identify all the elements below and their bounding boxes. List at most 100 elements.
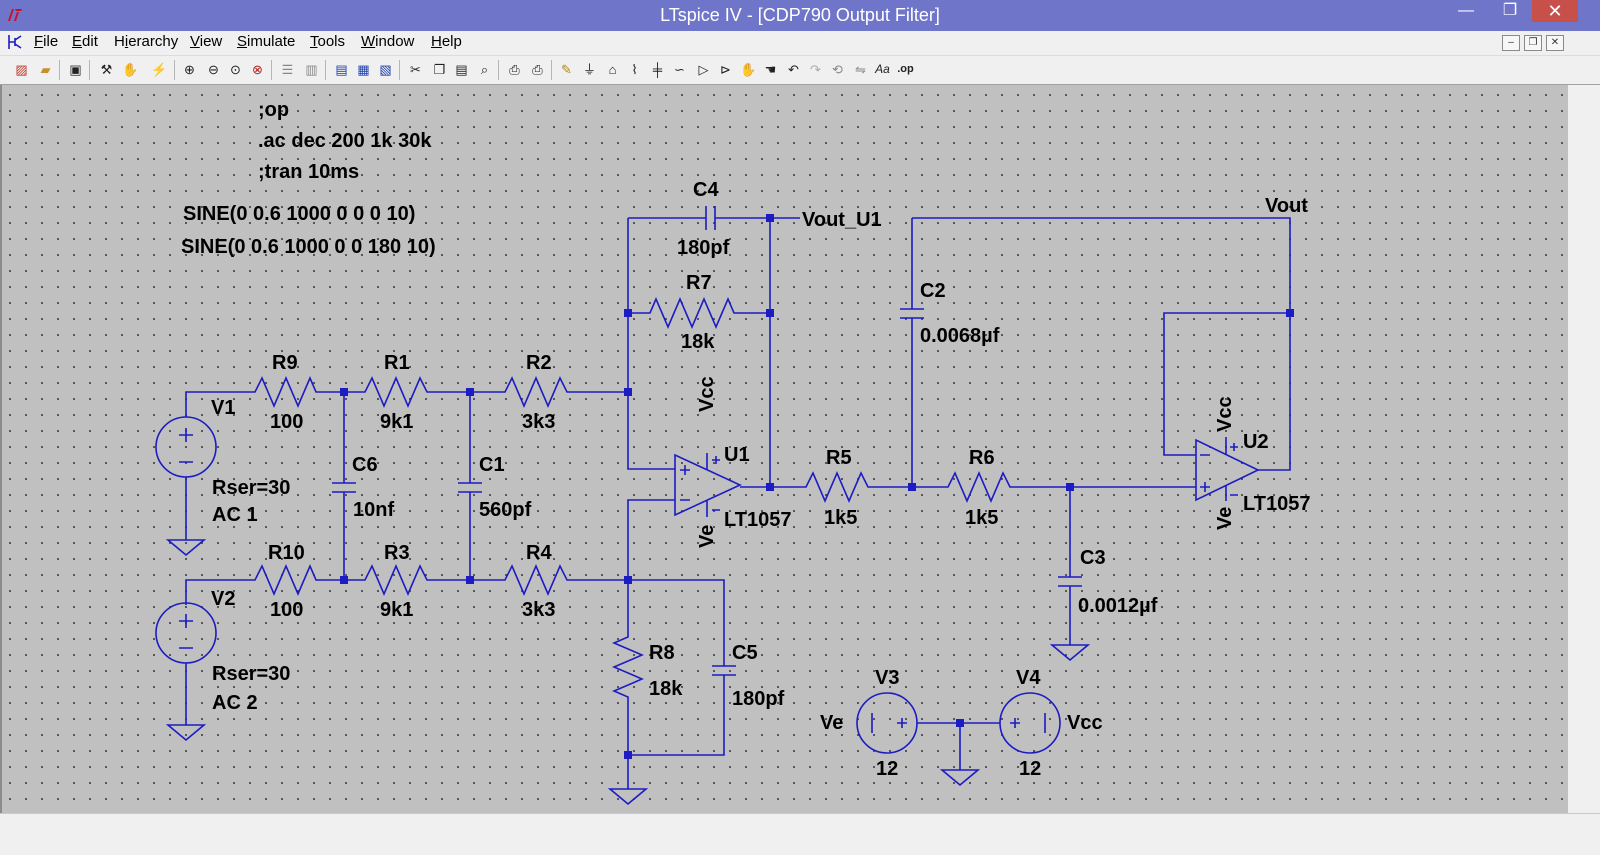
cascade-icon[interactable]: ▤: [335, 62, 348, 77]
halt-icon[interactable]: ✋: [122, 62, 139, 77]
net-vout[interactable]: Vout: [1265, 195, 1308, 217]
mirror-icon[interactable]: ⇋: [855, 62, 866, 77]
print-preview-icon[interactable]: ⎙: [509, 62, 520, 77]
r5-name[interactable]: R5: [826, 447, 852, 469]
r2-name[interactable]: R2: [526, 352, 552, 374]
u1-vcc-pin[interactable]: Vcc: [696, 376, 718, 412]
spice-directive-icon[interactable]: .op: [897, 63, 914, 75]
v3-value[interactable]: 12: [876, 758, 899, 780]
run-icon[interactable]: ⚡: [151, 62, 168, 77]
v2-rser[interactable]: Rser=30: [212, 663, 291, 685]
find-icon[interactable]: ⌕: [480, 62, 489, 77]
c1-name[interactable]: C1: [479, 454, 505, 476]
open-icon[interactable]: ▰: [40, 62, 51, 77]
menu-edit[interactable]: Edit: [72, 33, 98, 50]
close-button[interactable]: ✕: [1532, 0, 1578, 22]
arrange-icon[interactable]: ▧: [379, 62, 392, 77]
control-panel-icon[interactable]: ⚒: [100, 62, 113, 77]
schematic-doc-icon[interactable]: [6, 33, 24, 51]
print-icon[interactable]: ⎙: [532, 62, 543, 77]
v1-ac[interactable]: AC 1: [212, 504, 258, 526]
r8-name[interactable]: R8: [649, 642, 675, 664]
c5-value[interactable]: 180pf: [732, 688, 785, 710]
close-all-icon[interactable]: ▦: [357, 62, 370, 77]
c4-name[interactable]: C4: [693, 179, 719, 201]
mdi-close-button[interactable]: ✕: [1546, 35, 1564, 51]
c1-value[interactable]: 560pf: [479, 499, 532, 521]
r1-value[interactable]: 9k1: [380, 411, 414, 433]
u2-model[interactable]: LT1057: [1243, 493, 1311, 515]
v1-rser[interactable]: Rser=30: [212, 477, 291, 499]
rotate-icon[interactable]: ⟲: [832, 62, 843, 77]
sine-source-v1[interactable]: SINE(0 0.6 1000 0 0 0 10): [183, 203, 416, 225]
draw-wire-icon[interactable]: ✎: [561, 62, 572, 77]
r6-name[interactable]: R6: [969, 447, 995, 469]
u2-vcc-pin[interactable]: Vcc: [1214, 396, 1236, 432]
r3-value[interactable]: 9k1: [380, 599, 414, 621]
r9-value[interactable]: 100: [270, 411, 304, 433]
menu-file[interactable]: File: [34, 33, 58, 50]
c2-value[interactable]: 0.0068µf: [920, 325, 1000, 347]
net-vout-u1[interactable]: Vout_U1: [802, 209, 882, 231]
menu-window[interactable]: Window: [361, 33, 414, 50]
v4-net-vcc[interactable]: Vcc: [1067, 712, 1103, 734]
mdi-minimize-button[interactable]: –: [1502, 35, 1520, 51]
component-icon[interactable]: ⊳: [720, 62, 731, 77]
menu-tools[interactable]: Tools: [310, 33, 345, 50]
zoom-in-icon[interactable]: ⊕: [184, 62, 195, 77]
zoom-fit-icon[interactable]: ⊙: [230, 62, 241, 77]
inductor-icon[interactable]: ∽: [674, 62, 685, 77]
vertical-scrollbar[interactable]: [1568, 85, 1600, 813]
menu-hierarchy[interactable]: Hierarchy: [114, 33, 178, 50]
cut-icon[interactable]: ✂: [410, 62, 421, 77]
u1-model[interactable]: LT1057: [724, 509, 792, 531]
v4-value[interactable]: 12: [1019, 758, 1042, 780]
tile-horizontal-icon[interactable]: ☰: [281, 62, 294, 77]
r2-value[interactable]: 3k3: [522, 411, 556, 433]
r3-name[interactable]: R3: [384, 542, 410, 564]
v2-ac[interactable]: AC 2: [212, 692, 258, 714]
u1-name[interactable]: U1: [724, 444, 750, 466]
tile-vertical-icon[interactable]: ▥: [305, 62, 318, 77]
resistor-icon[interactable]: ⌇: [631, 62, 638, 77]
text-icon[interactable]: Aa: [875, 62, 890, 76]
drag-icon[interactable]: ☚: [764, 62, 777, 77]
r1-name[interactable]: R1: [384, 352, 410, 374]
ground-icon[interactable]: ⏚: [582, 62, 596, 77]
c2-name[interactable]: C2: [920, 280, 946, 302]
copy-icon[interactable]: ❐: [433, 62, 446, 77]
directive-op[interactable]: ;op: [258, 99, 290, 121]
r10-value[interactable]: 100: [270, 599, 304, 621]
v3-name[interactable]: V3: [875, 667, 900, 689]
redo-icon[interactable]: ↷: [810, 62, 821, 77]
r10-name[interactable]: R10: [268, 542, 305, 564]
v4-name[interactable]: V4: [1016, 667, 1041, 689]
c6-value[interactable]: 10nf: [353, 499, 395, 521]
u2-ve-pin[interactable]: Ve: [1214, 506, 1236, 530]
menu-simulate[interactable]: Simulate: [237, 33, 295, 50]
v2-name[interactable]: V2: [211, 588, 236, 610]
r8-value[interactable]: 18k: [649, 678, 683, 700]
undo-icon[interactable]: ↶: [788, 62, 799, 77]
c4-value[interactable]: 180pf: [677, 237, 730, 259]
new-schematic-icon[interactable]: ▨: [15, 62, 28, 77]
u2-name[interactable]: U2: [1243, 431, 1269, 453]
mdi-restore-button[interactable]: ❐: [1524, 35, 1542, 51]
u1-ve-pin[interactable]: Ve: [696, 524, 718, 548]
sine-source-v2[interactable]: SINE(0 0.6 1000 0 0 180 10): [181, 236, 436, 258]
menu-help[interactable]: Help: [431, 33, 462, 50]
r9-name[interactable]: R9: [272, 352, 298, 374]
directive-ac[interactable]: .ac dec 200 1k 30k: [258, 130, 432, 152]
r7-name[interactable]: R7: [686, 272, 712, 294]
minimize-button[interactable]: —: [1458, 2, 1474, 19]
c6-name[interactable]: C6: [352, 454, 378, 476]
menu-view[interactable]: View: [190, 33, 222, 50]
r5-value[interactable]: 1k5: [824, 507, 858, 529]
zoom-out-icon[interactable]: ⊖: [208, 62, 219, 77]
label-net-icon[interactable]: ⌂: [608, 62, 617, 77]
c3-value[interactable]: 0.0012µf: [1078, 595, 1158, 617]
schematic-canvas[interactable]: [0, 85, 1570, 813]
r4-value[interactable]: 3k3: [522, 599, 556, 621]
zoom-cancel-icon[interactable]: ⊗: [252, 62, 263, 77]
r6-value[interactable]: 1k5: [965, 507, 999, 529]
